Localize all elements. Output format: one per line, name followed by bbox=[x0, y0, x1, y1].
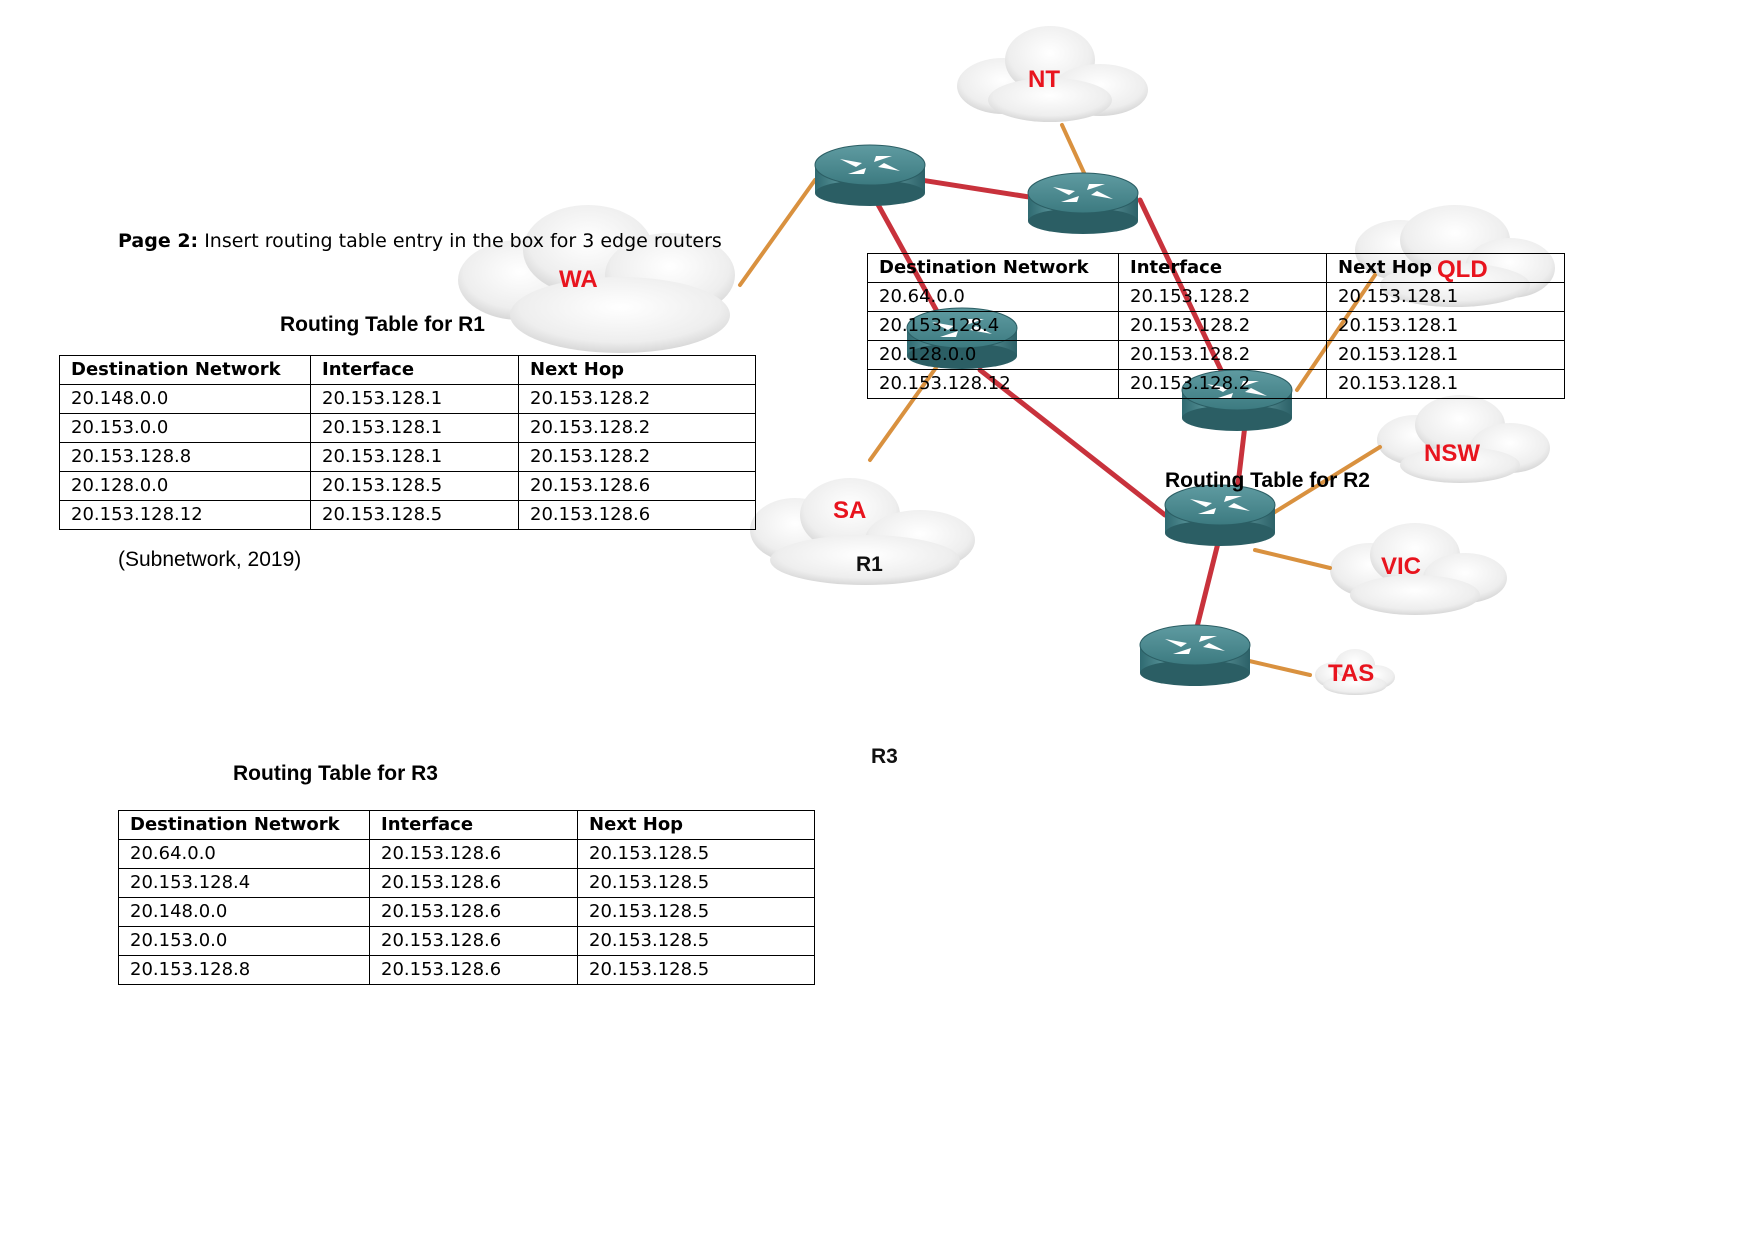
cell-interface: 20.153.128.5 bbox=[310, 471, 519, 501]
router-r2 bbox=[1164, 484, 1276, 547]
table-row: 20.64.0.0 20.153.128.6 20.153.128.5 bbox=[118, 839, 815, 869]
table-row: 20.128.0.0 20.153.128.5 20.153.128.6 bbox=[59, 471, 756, 501]
table-row: 20.148.0.0 20.153.128.6 20.153.128.5 bbox=[118, 897, 815, 927]
cell-next-hop: 20.153.128.5 bbox=[577, 955, 815, 985]
cloud-vic bbox=[1330, 523, 1507, 615]
cell-interface: 20.153.128.6 bbox=[369, 955, 578, 985]
cloud-sa bbox=[750, 478, 975, 585]
table-row: 20.153.128.4 20.153.128.6 20.153.128.5 bbox=[118, 868, 815, 898]
table-row: 20.153.128.12 20.153.128.5 20.153.128.6 bbox=[59, 500, 756, 530]
cell-interface: 20.153.128.6 bbox=[369, 926, 578, 956]
cloud-nsw bbox=[1377, 395, 1550, 483]
cell-destination: 20.153.128.4 bbox=[867, 311, 1119, 341]
cell-destination: 20.153.128.8 bbox=[118, 955, 370, 985]
region-label-vic: VIC bbox=[1381, 553, 1422, 580]
cell-destination: 20.64.0.0 bbox=[867, 282, 1119, 312]
page-instruction: Page 2: Insert routing table entry in th… bbox=[118, 230, 722, 252]
cell-interface: 20.153.128.1 bbox=[310, 384, 519, 414]
region-label-tas: TAS bbox=[1328, 660, 1375, 687]
column-header-destination: Destination Network bbox=[59, 355, 311, 385]
cell-destination: 20.128.0.0 bbox=[59, 471, 311, 501]
cell-interface: 20.153.128.2 bbox=[1118, 369, 1327, 399]
table-row: 20.153.0.0 20.153.128.6 20.153.128.5 bbox=[118, 926, 815, 956]
cell-next-hop: 20.153.128.2 bbox=[518, 413, 756, 443]
table-row: 20.153.128.4 20.153.128.2 20.153.128.1 bbox=[867, 311, 1565, 341]
cell-next-hop: 20.153.128.5 bbox=[577, 926, 815, 956]
cell-interface: 20.153.128.5 bbox=[310, 500, 519, 530]
cell-destination: 20.153.0.0 bbox=[59, 413, 311, 443]
cell-next-hop: 20.153.128.1 bbox=[1326, 369, 1565, 399]
table-row: 20.64.0.0 20.153.128.2 20.153.128.1 bbox=[867, 282, 1565, 312]
page-instruction-prefix: Page 2: bbox=[118, 230, 199, 252]
cell-next-hop: 20.153.128.6 bbox=[518, 500, 756, 530]
cell-interface: 20.153.128.2 bbox=[1118, 340, 1327, 370]
cell-destination: 20.153.0.0 bbox=[118, 926, 370, 956]
cloud-wa bbox=[458, 205, 735, 353]
table-header-row: Destination Network Interface Next Hop bbox=[59, 355, 756, 385]
table-header-row: Destination Network Interface Next Hop bbox=[867, 253, 1565, 283]
cell-next-hop: 20.153.128.5 bbox=[577, 897, 815, 927]
router-label-r3: R3 bbox=[871, 745, 898, 768]
cell-next-hop: 20.153.128.2 bbox=[518, 442, 756, 472]
table-title-r2: Routing Table for R2 bbox=[1165, 469, 1370, 492]
cell-destination: 20.153.128.12 bbox=[59, 500, 311, 530]
cell-interface: 20.153.128.6 bbox=[369, 897, 578, 927]
table-header-row: Destination Network Interface Next Hop bbox=[118, 810, 815, 840]
region-label-nsw: NSW bbox=[1424, 440, 1480, 467]
cell-next-hop: 20.153.128.5 bbox=[577, 839, 815, 869]
table-row: 20.153.128.8 20.153.128.1 20.153.128.2 bbox=[59, 442, 756, 472]
citation: (Subnetwork, 2019) bbox=[118, 548, 302, 571]
cell-next-hop: 20.153.128.2 bbox=[518, 384, 756, 414]
table-title-r1: Routing Table for R1 bbox=[280, 313, 485, 336]
cell-interface: 20.153.128.2 bbox=[1118, 282, 1327, 312]
cell-next-hop: 20.153.128.1 bbox=[1326, 311, 1565, 341]
cell-interface: 20.153.128.2 bbox=[1118, 311, 1327, 341]
column-header-next-hop: Next Hop bbox=[518, 355, 756, 385]
router-label-r1: R1 bbox=[856, 553, 883, 576]
cell-destination: 20.148.0.0 bbox=[118, 897, 370, 927]
table-row: 20.148.0.0 20.153.128.1 20.153.128.2 bbox=[59, 384, 756, 414]
routing-table-r3: Destination Network Interface Next Hop 2… bbox=[118, 810, 815, 985]
router-top-left bbox=[814, 144, 926, 207]
region-label-wa: WA bbox=[559, 266, 598, 293]
column-header-destination: Destination Network bbox=[867, 253, 1119, 283]
table-row: 20.153.128.12 20.153.128.2 20.153.128.1 bbox=[867, 369, 1565, 399]
cell-interface: 20.153.128.6 bbox=[369, 868, 578, 898]
cell-destination: 20.153.128.12 bbox=[867, 369, 1119, 399]
table-row: 20.153.128.8 20.153.128.6 20.153.128.5 bbox=[118, 955, 815, 985]
column-header-next-hop: Next Hop bbox=[577, 810, 815, 840]
cloud-nt bbox=[957, 26, 1148, 122]
region-label-sa: SA bbox=[833, 497, 867, 524]
cell-destination: 20.153.128.4 bbox=[118, 868, 370, 898]
table-row: 20.128.0.0 20.153.128.2 20.153.128.1 bbox=[867, 340, 1565, 370]
page-instruction-text: Insert routing table entry in the box fo… bbox=[198, 230, 722, 252]
cell-destination: 20.128.0.0 bbox=[867, 340, 1119, 370]
table-row: 20.153.0.0 20.153.128.1 20.153.128.2 bbox=[59, 413, 756, 443]
cell-interface: 20.153.128.1 bbox=[310, 413, 519, 443]
cell-destination: 20.153.128.8 bbox=[59, 442, 311, 472]
routing-table-r2: Destination Network Interface Next Hop 2… bbox=[867, 253, 1565, 399]
cell-destination: 20.64.0.0 bbox=[118, 839, 370, 869]
cloud-tas bbox=[1315, 649, 1395, 695]
column-header-interface: Interface bbox=[369, 810, 578, 840]
router-nt bbox=[1027, 172, 1139, 235]
cell-interface: 20.153.128.6 bbox=[369, 839, 578, 869]
column-header-interface: Interface bbox=[310, 355, 519, 385]
cell-next-hop: 20.153.128.6 bbox=[518, 471, 756, 501]
cell-next-hop: 20.153.128.1 bbox=[1326, 340, 1565, 370]
column-header-destination: Destination Network bbox=[118, 810, 370, 840]
cell-destination: 20.148.0.0 bbox=[59, 384, 311, 414]
cell-next-hop: 20.153.128.1 bbox=[1326, 282, 1565, 312]
cell-next-hop: 20.153.128.5 bbox=[577, 868, 815, 898]
column-header-interface: Interface bbox=[1118, 253, 1327, 283]
cell-interface: 20.153.128.1 bbox=[310, 442, 519, 472]
region-label-qld: QLD bbox=[1437, 256, 1488, 283]
routing-table-r1: Destination Network Interface Next Hop 2… bbox=[59, 355, 756, 530]
region-label-nt: NT bbox=[1028, 66, 1060, 93]
router-r3 bbox=[1139, 624, 1251, 687]
table-title-r3: Routing Table for R3 bbox=[233, 762, 438, 785]
